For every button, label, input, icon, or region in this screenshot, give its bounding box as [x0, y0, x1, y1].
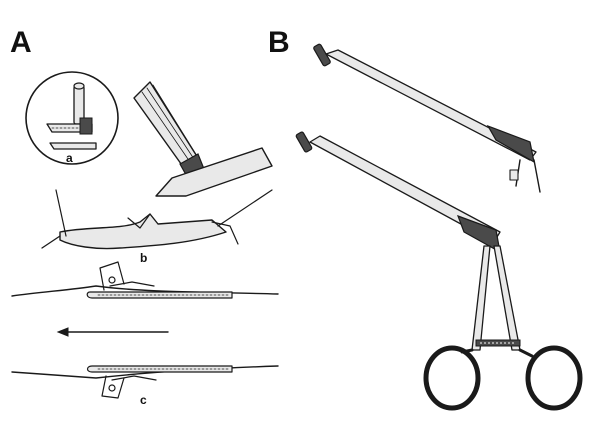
panel-a: A a — [10, 26, 279, 407]
finger-ring-right — [525, 345, 583, 411]
panel-label-a: A — [10, 26, 32, 59]
finger-ring-left — [423, 345, 481, 411]
forceps-detail-upper — [313, 43, 541, 193]
instrument-b-shaft — [133, 81, 207, 183]
subpanel-label-c: c — [140, 393, 147, 407]
subpanel-label-a: a — [66, 151, 73, 165]
layer-c-lower: c — [11, 365, 279, 407]
panel-label-b: B — [268, 26, 290, 59]
forceps-main — [295, 131, 583, 411]
layer-c-upper — [11, 261, 279, 299]
inset-a-tip-detail: a — [25, 71, 119, 165]
vessel-segment-b: b — [41, 147, 273, 265]
panel-b: B — [268, 26, 583, 411]
direction-arrow — [56, 327, 169, 337]
subpanel-label-b: b — [140, 251, 147, 265]
